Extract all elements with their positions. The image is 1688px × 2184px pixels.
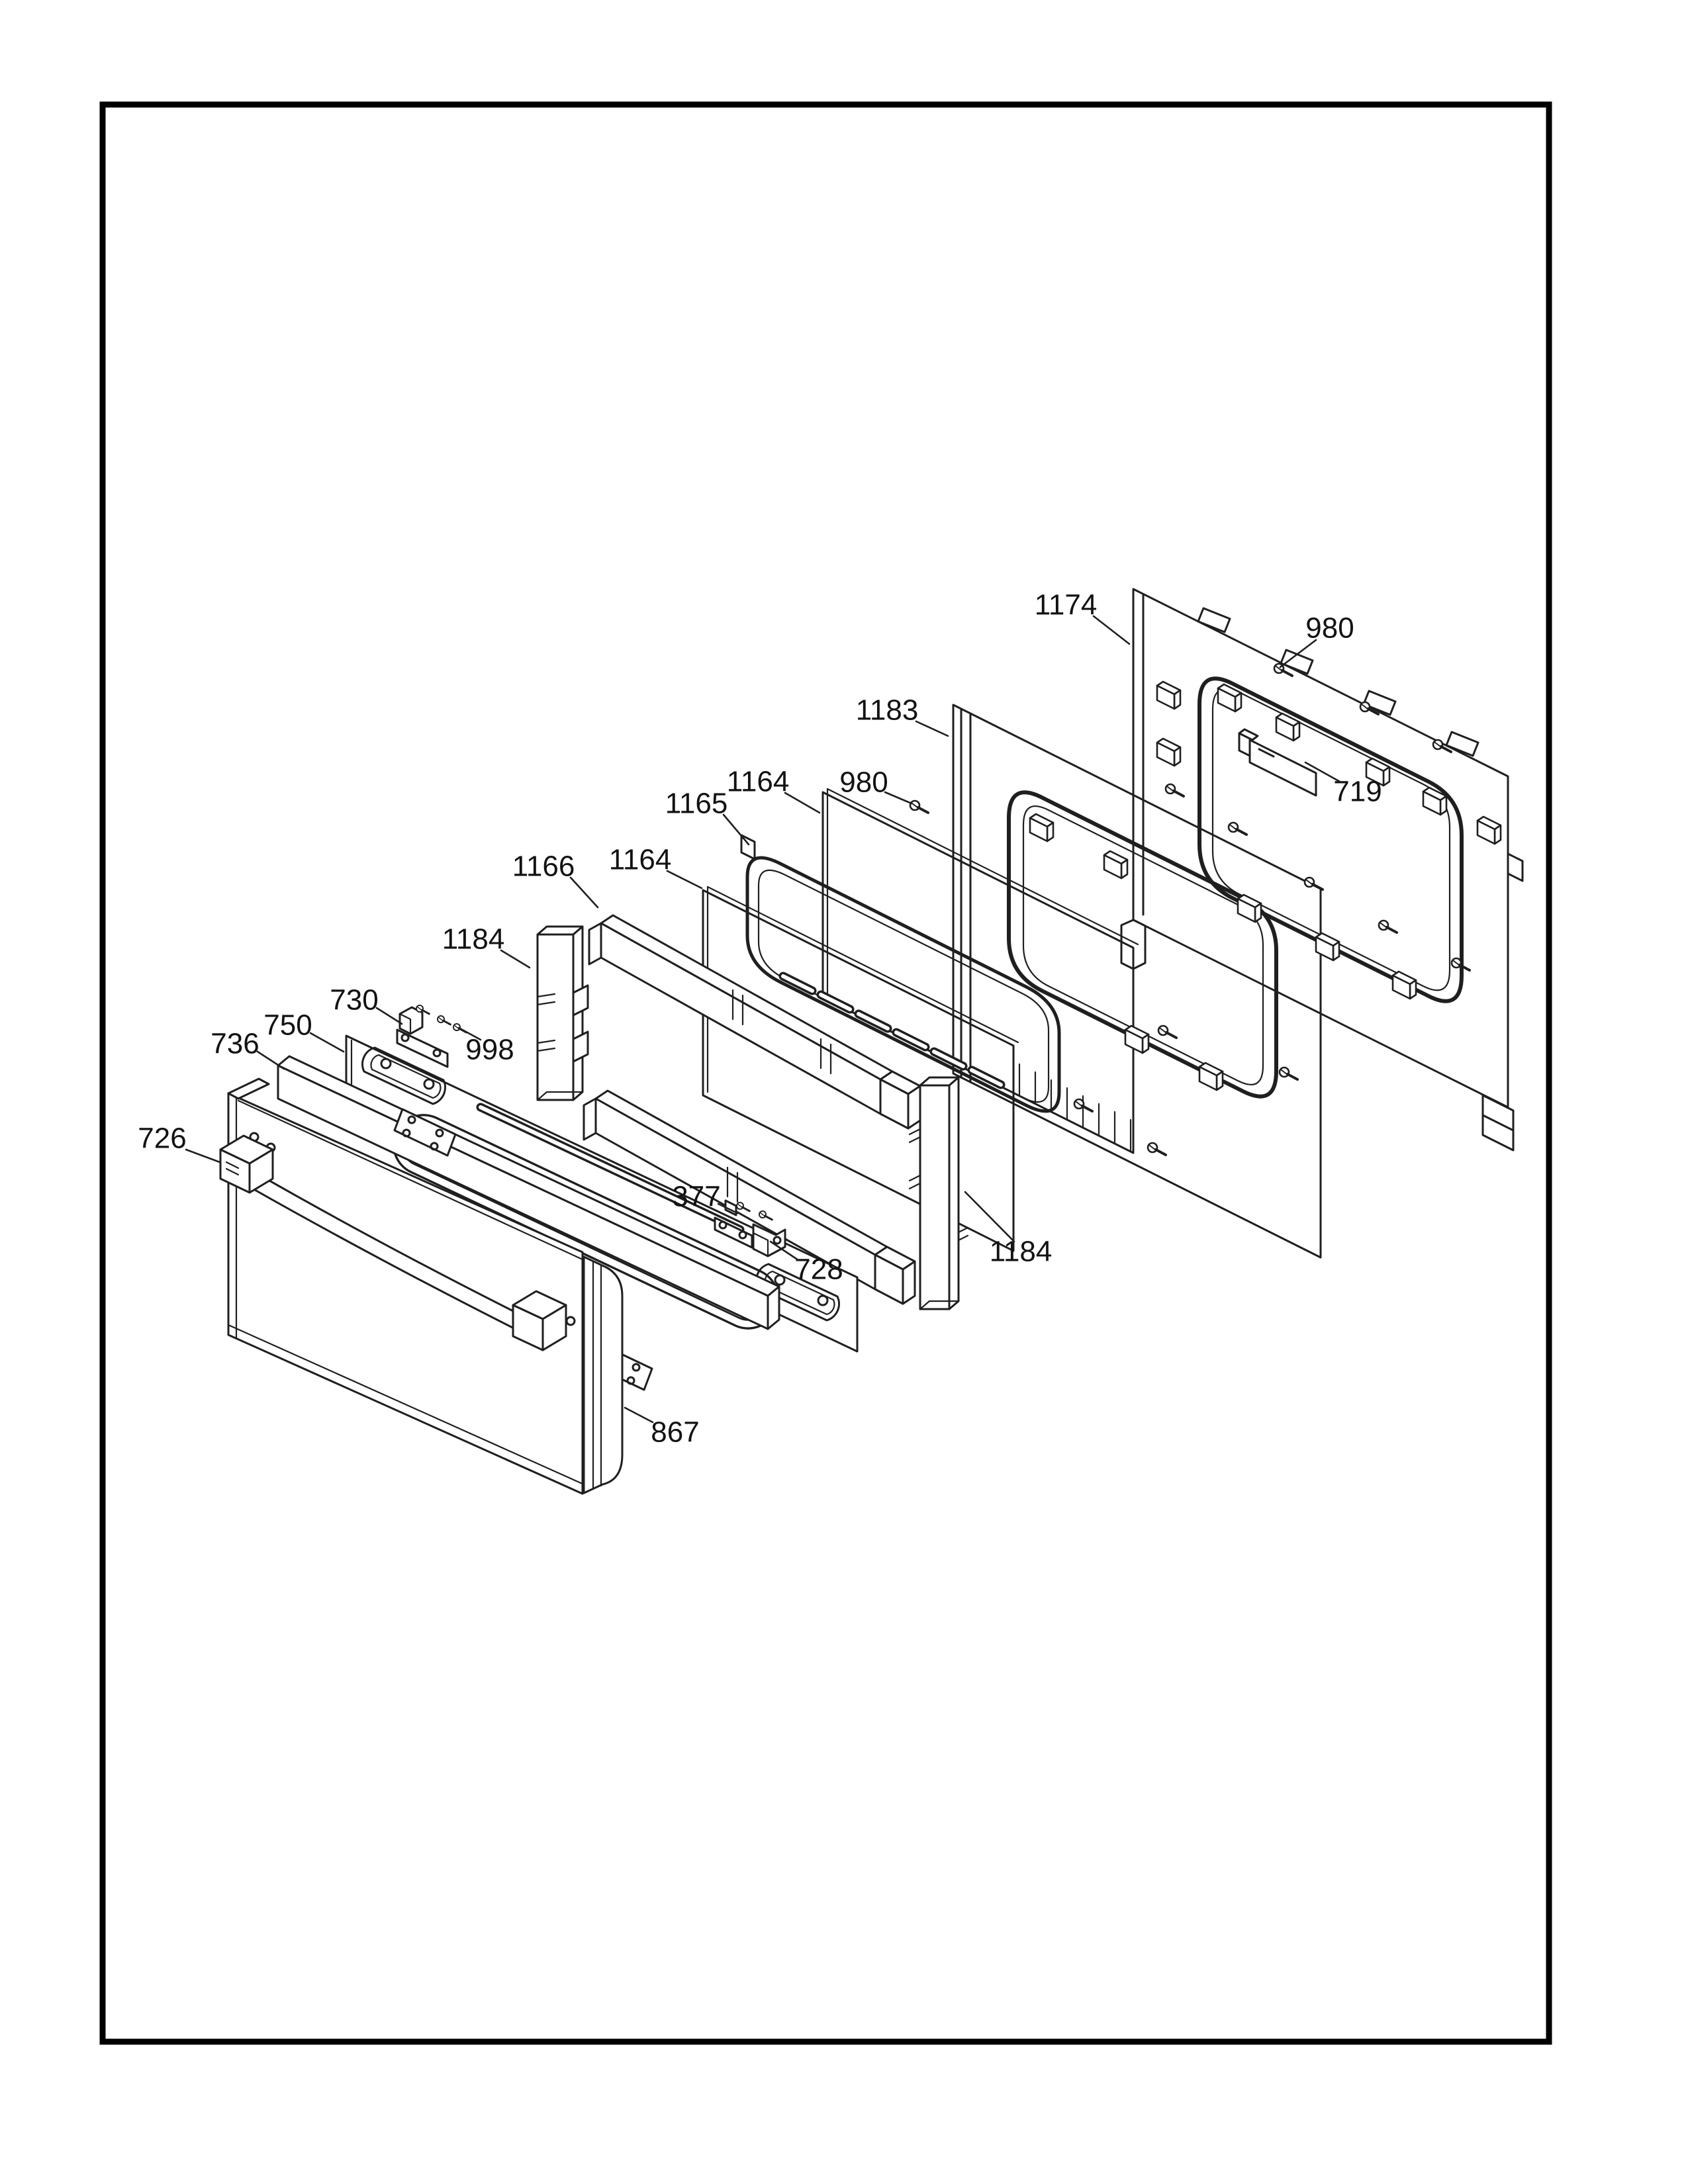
part-label-1174: 1174 <box>1035 588 1098 621</box>
leader-line-726 <box>185 1148 221 1163</box>
screw-icon <box>1147 1142 1167 1156</box>
part-label-980-a: 980 <box>1305 612 1354 644</box>
retainer-clip-icon <box>1198 1062 1224 1091</box>
retainer-clip-icon <box>1315 932 1340 962</box>
part-label-1166: 1166 <box>512 850 575 882</box>
retainer-clip-icon <box>1103 850 1129 880</box>
leader-line-867 <box>624 1406 654 1424</box>
part-label-750: 750 <box>263 1009 312 1041</box>
part-label-1184-left: 1184 <box>442 923 505 955</box>
part-1164-glass-pane-rear <box>821 788 1139 1154</box>
part-label-1165: 1165 <box>665 787 728 819</box>
screw-icon <box>1359 701 1380 715</box>
part-label-1164-a: 1164 <box>727 765 790 797</box>
part-726-handle <box>219 1134 567 1351</box>
screw-icon <box>1273 662 1293 677</box>
part-1184-spacer-right <box>908 1076 969 1310</box>
screw-icon <box>1073 1098 1094 1113</box>
part-1174-rear-panel <box>1120 588 1524 1152</box>
leader-line-1165 <box>722 813 750 846</box>
screw-icon <box>1278 1066 1299 1081</box>
leader-line-1184-left <box>500 949 531 969</box>
leader-line-730 <box>375 1007 403 1025</box>
leader-line-719 <box>1304 761 1341 783</box>
retainer-clip-icon <box>1476 815 1502 845</box>
part-867-drawer-front-panel <box>227 1077 624 1495</box>
frame-slot-inner <box>970 1068 1003 1087</box>
retainer-clip-icon <box>1156 737 1182 767</box>
screws <box>416 662 1471 1221</box>
screw-icon <box>1157 1024 1178 1039</box>
page-border-frame <box>99 101 1552 2045</box>
leader-line-1174 <box>1092 615 1131 645</box>
screw-icon <box>736 1202 751 1212</box>
leader-line-980-a <box>1279 639 1317 668</box>
part-label-1183: 1183 <box>856 694 919 726</box>
retainer-clip-icon <box>1275 712 1301 742</box>
part-label-867: 867 <box>651 1416 699 1448</box>
part-label-980-b: 980 <box>839 766 888 798</box>
part-label-1184-right: 1184 <box>990 1235 1053 1267</box>
retainer-clip-icon <box>1237 893 1262 923</box>
retainer-clip-icon <box>1124 1024 1150 1054</box>
screw-icon <box>416 1005 430 1015</box>
part-label-719: 719 <box>1333 775 1382 807</box>
leader-line-980-b <box>884 791 913 805</box>
frame-slot-inner <box>819 993 852 1011</box>
part-730-bracket <box>396 1006 449 1068</box>
screw-icon <box>1378 919 1398 934</box>
screw-icon <box>759 1210 773 1221</box>
frame-bottom-slots <box>778 972 1006 1089</box>
part-label-726: 726 <box>138 1122 186 1154</box>
retainer-clip-icon <box>1422 786 1448 816</box>
leader-line-1184-right <box>964 1191 1015 1243</box>
retainer-clip-icon <box>1365 757 1391 787</box>
part-label-998: 998 <box>465 1033 514 1066</box>
leader-line-1164-a <box>784 792 821 814</box>
leader-line-736 <box>256 1050 285 1070</box>
part-labels: 1174 980 719 1183 1164 980 1165 1166 1164 1184 730… <box>138 588 1382 1448</box>
screw-icon <box>437 1015 451 1026</box>
vent-slots <box>1018 1063 1132 1153</box>
frame-slot-inner <box>857 1012 890 1030</box>
part-719-latch-plate <box>1238 728 1317 797</box>
part-728-bracket <box>752 1223 786 1257</box>
part-label-728: 728 <box>794 1253 843 1285</box>
screw-icon <box>1432 739 1452 753</box>
retainer-clips <box>1029 680 1502 1091</box>
leader-line-750 <box>309 1032 345 1053</box>
retainer-clip-icon <box>1391 970 1417 1000</box>
part-label-1164-b: 1164 <box>609 843 672 876</box>
screw-icon <box>909 799 929 814</box>
leader-line-1166 <box>569 876 599 909</box>
leader-line-998 <box>457 1026 482 1041</box>
part-label-736: 736 <box>211 1027 259 1060</box>
part-1184-spacer-left <box>536 925 589 1101</box>
leader-line-1183 <box>915 720 949 737</box>
diagram-art: 1174 980 719 1183 1164 980 1165 1166 1164 1184 730… <box>138 588 1524 1495</box>
frame-slot-inner <box>781 974 814 993</box>
part-1165-window-frame <box>740 834 1061 1113</box>
screw-icon <box>1303 876 1324 891</box>
retainer-clip-icon <box>1156 680 1182 710</box>
retainer-clip-icon <box>1217 683 1243 713</box>
part-label-730: 730 <box>330 983 378 1016</box>
leader-line-728 <box>769 1240 800 1261</box>
leader-line-1164-b <box>666 870 703 889</box>
part-lower-spacer-bar <box>583 1089 916 1305</box>
screw-icon <box>1227 821 1248 836</box>
frame-slot-inner <box>932 1050 965 1068</box>
leader-line-377 <box>717 1203 739 1214</box>
part-1166-upper-spacer-bar <box>588 914 921 1130</box>
part-label-377: 377 <box>672 1180 720 1212</box>
screw-icon <box>1164 783 1185 797</box>
screw-icon <box>1450 957 1471 972</box>
frame-slot-inner <box>894 1030 927 1049</box>
retainer-clip-icon <box>1029 813 1055 842</box>
